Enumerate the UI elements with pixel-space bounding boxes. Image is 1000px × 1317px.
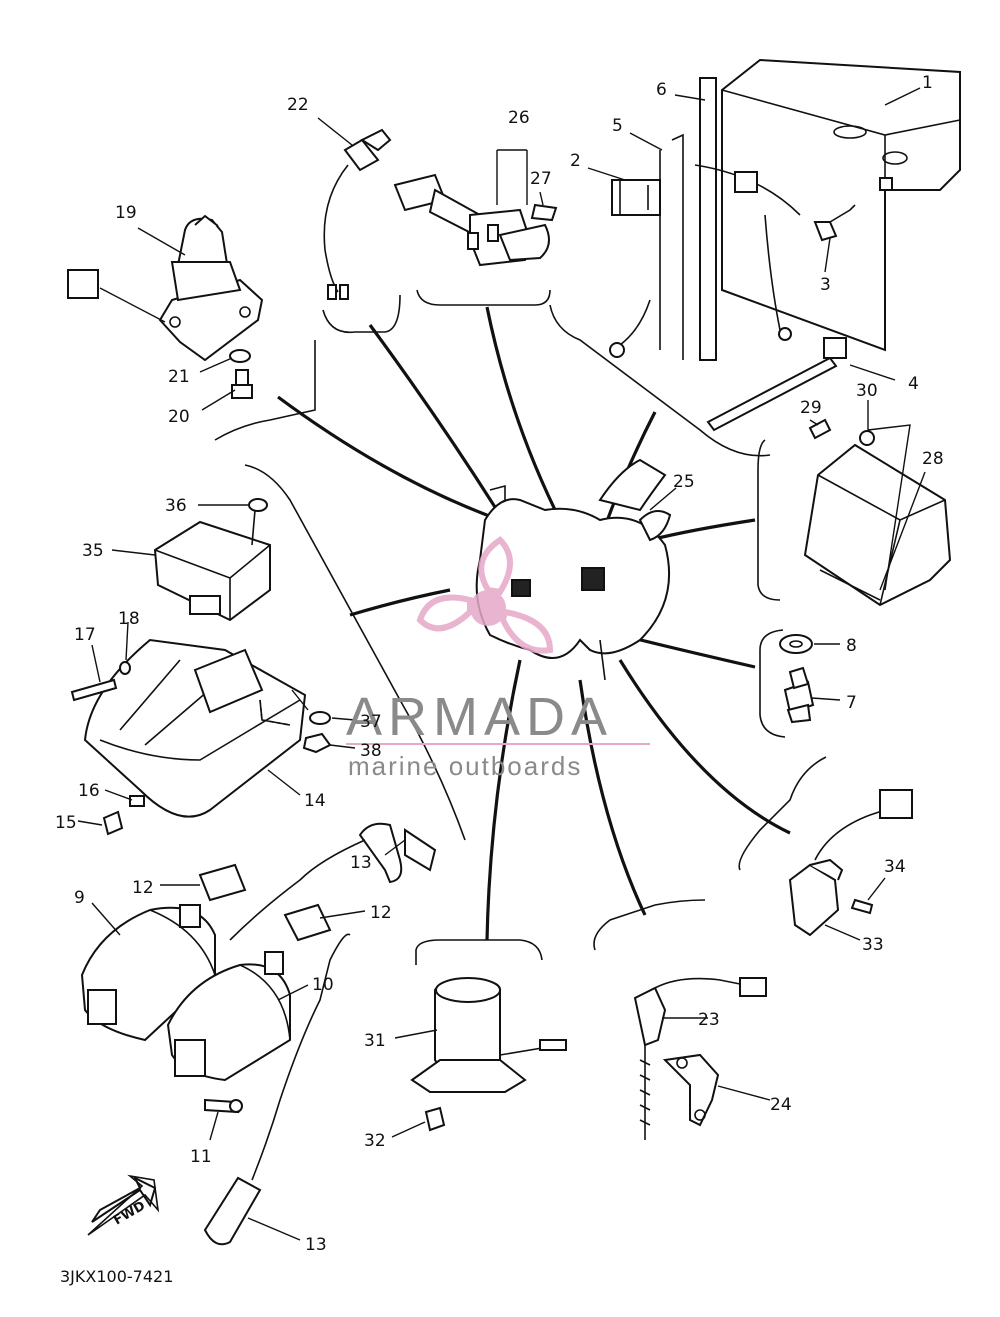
callout-8: 8: [846, 636, 857, 656]
callout-27: 27: [530, 169, 552, 189]
callout-1: 1: [922, 73, 933, 93]
diagram-code: 3JKX100-7421: [60, 1267, 173, 1286]
callout-34: 34: [884, 857, 906, 877]
callout-2: 2: [570, 151, 581, 171]
group-frames: [214, 289, 827, 965]
fwd-arrow-icon: FWD: [87, 1174, 160, 1236]
callout-37: 37: [360, 712, 382, 732]
speed-sensor-23: [633, 977, 767, 1140]
callout-13-upper: 13: [350, 853, 372, 873]
plug-cap-upper: [229, 822, 437, 941]
fuse: [530, 203, 558, 222]
cap-12-left: [198, 863, 247, 902]
bolt-and-washer-20-21: [229, 349, 253, 399]
sensor-lead: [323, 128, 392, 300]
callout-29: 29: [800, 398, 822, 418]
callout-32: 32: [364, 1131, 386, 1151]
callout-36: 36: [165, 496, 187, 516]
grommet-16: [129, 795, 145, 807]
cover: [83, 638, 307, 818]
fuse-holder: [393, 173, 550, 267]
callout-9: 9: [74, 888, 85, 908]
battery-holder: [611, 179, 661, 216]
callout-26: 26: [508, 108, 530, 128]
bolt-15: [102, 810, 124, 836]
watermark: ARMADA marine outboards: [346, 536, 650, 781]
callout-35: 35: [82, 541, 104, 561]
callout-23: 23: [698, 1010, 720, 1030]
callout-15: 15: [55, 813, 77, 833]
callout-3: 3: [820, 275, 831, 295]
bolt-32: [424, 1106, 446, 1132]
screw-36: [248, 498, 268, 546]
starter-relay-31: [410, 977, 567, 1093]
callout-30: 30: [856, 381, 878, 401]
callout-7: 7: [846, 693, 857, 713]
watermark-subtitle: marine outboards: [348, 751, 582, 781]
callout-21: 21: [168, 367, 190, 387]
callout-12-left: 12: [132, 878, 154, 898]
callout-6: 6: [656, 80, 667, 100]
callout-17: 17: [74, 625, 96, 645]
cdi-unit: [803, 443, 952, 607]
terminal-bolt: [813, 204, 856, 242]
callout-25: 25: [673, 472, 695, 492]
callout-28: 28: [922, 449, 944, 469]
bracket-24: [662, 1053, 720, 1127]
screw-34: [850, 898, 874, 915]
callout-22: 22: [287, 95, 309, 115]
rectifier: [153, 520, 271, 622]
bolt-17: [70, 678, 118, 702]
main-switch: [67, 214, 264, 362]
callout-24: 24: [770, 1095, 792, 1115]
neutral-switch: [788, 789, 913, 937]
callout-19: 19: [115, 203, 137, 223]
cap-12-right: [283, 903, 332, 942]
bolt-29: [808, 418, 832, 440]
leader-lines: [77, 87, 926, 1241]
callout-31: 31: [364, 1031, 386, 1051]
callout-12-right: 12: [370, 903, 392, 923]
washer-18: [119, 661, 131, 675]
propeller-logo-icon: [416, 536, 554, 654]
callouts: 1 2 3 4 5 6 7 8 9 10 11 12 12 13 13 14 1…: [55, 73, 944, 1255]
bolt-11: [204, 1098, 243, 1114]
washer-37: [309, 711, 331, 725]
ignition-coil-9: [80, 904, 216, 1042]
callout-10: 10: [312, 975, 334, 995]
washer-30: [859, 430, 875, 446]
callout-33: 33: [862, 935, 884, 955]
nut-38: [302, 732, 332, 754]
callout-20: 20: [168, 407, 190, 427]
plug-cap-lower: [203, 933, 351, 1246]
callout-18: 18: [118, 609, 140, 629]
callout-5: 5: [612, 116, 623, 136]
cable-tie: [706, 337, 847, 432]
thermo-switch-7: [783, 666, 815, 724]
callout-14: 14: [304, 791, 326, 811]
battery-band: [609, 77, 801, 361]
gasket-8: [779, 634, 813, 654]
ignition-coil-10: [166, 951, 291, 1082]
callout-13-lower: 13: [305, 1235, 327, 1255]
callout-4: 4: [908, 374, 919, 394]
battery: [721, 58, 961, 352]
callout-16: 16: [78, 781, 100, 801]
watermark-title: ARMADA: [346, 687, 613, 747]
callout-38: 38: [360, 741, 382, 761]
callout-11: 11: [190, 1147, 212, 1167]
